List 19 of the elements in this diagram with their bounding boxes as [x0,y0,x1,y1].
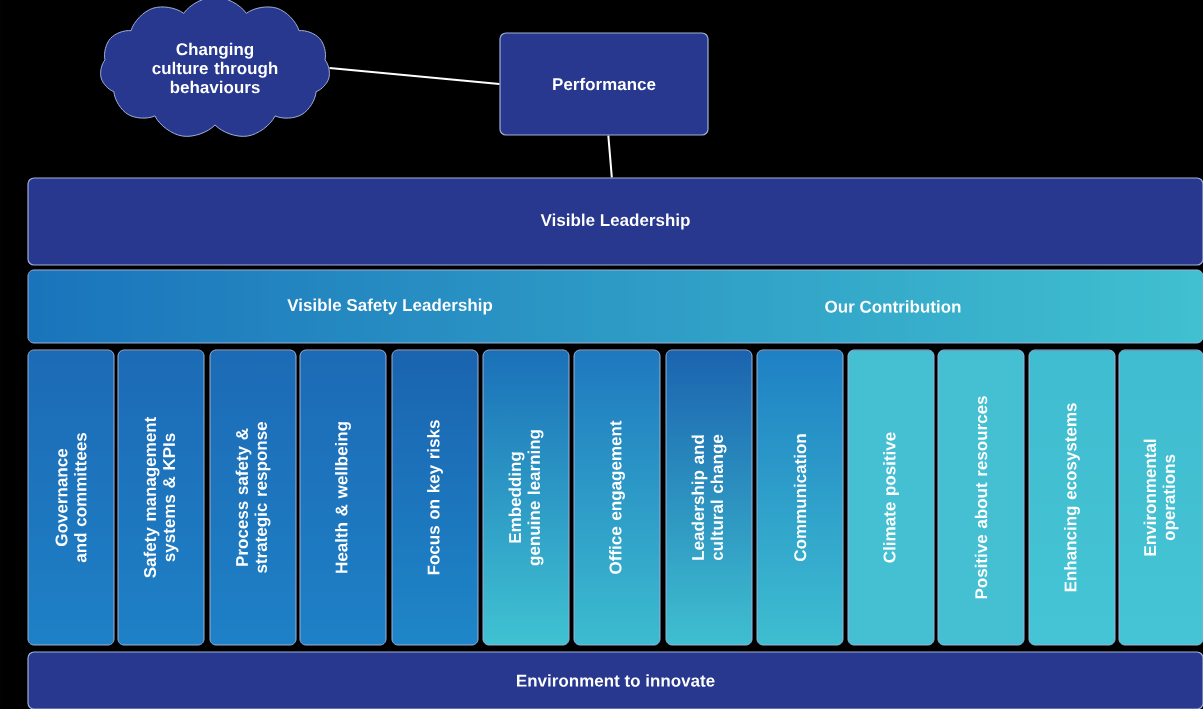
pillar-box: Safety management systems & KPIs [117,349,205,646]
connector-line [328,67,501,85]
pillar-box: Embedding genuine learning [482,349,570,646]
process-box: Performance [499,32,709,136]
pillar-box: Communication [756,349,844,646]
pillar-box: Environmental operations [1118,349,1203,646]
band: Environment to innovate [27,651,1203,709]
band: Visible Safety Leadership Our Contribution [27,269,1203,344]
pillar-box: Health & wellbeing [299,349,387,646]
pillar-box: Positive about resources [937,349,1025,646]
pillar-box: Enhancing ecosystems [1028,349,1116,646]
pillar-box: Process safety & strategic response [209,349,297,646]
band: Visible Leadership [27,177,1203,266]
pillar-box: Leadership and cultural change [665,349,753,646]
pillar-box: Climate positive [847,349,935,646]
pillar-box: Office engagement [573,349,661,646]
pillar-box: Governance and committees [27,349,115,646]
pillar-box: Focus on key risks [391,349,479,646]
connector-line [607,134,613,179]
